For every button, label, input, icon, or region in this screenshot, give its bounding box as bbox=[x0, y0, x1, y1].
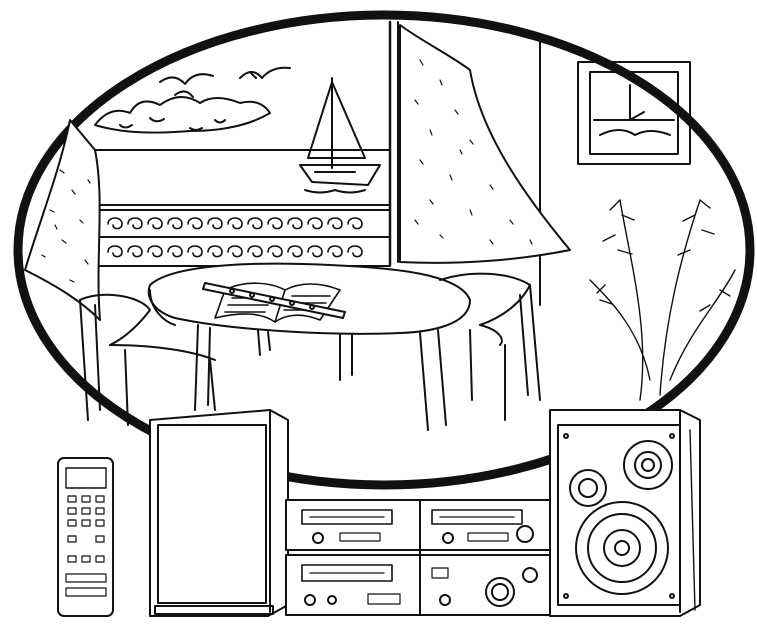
stereo-components bbox=[286, 500, 556, 615]
framed-picture bbox=[578, 62, 690, 164]
oval-vignette bbox=[18, 15, 750, 485]
chairs bbox=[80, 274, 540, 425]
curtain-right bbox=[400, 25, 570, 263]
potted-plant bbox=[590, 200, 735, 400]
seagulls bbox=[160, 68, 290, 97]
balcony-railing bbox=[80, 210, 390, 266]
flute bbox=[203, 283, 345, 318]
left-speaker bbox=[150, 410, 288, 616]
right-speaker bbox=[550, 410, 700, 616]
curtain-left bbox=[25, 120, 100, 320]
window-view bbox=[60, 22, 540, 305]
sailboat bbox=[300, 78, 380, 193]
remote-control bbox=[58, 458, 113, 616]
